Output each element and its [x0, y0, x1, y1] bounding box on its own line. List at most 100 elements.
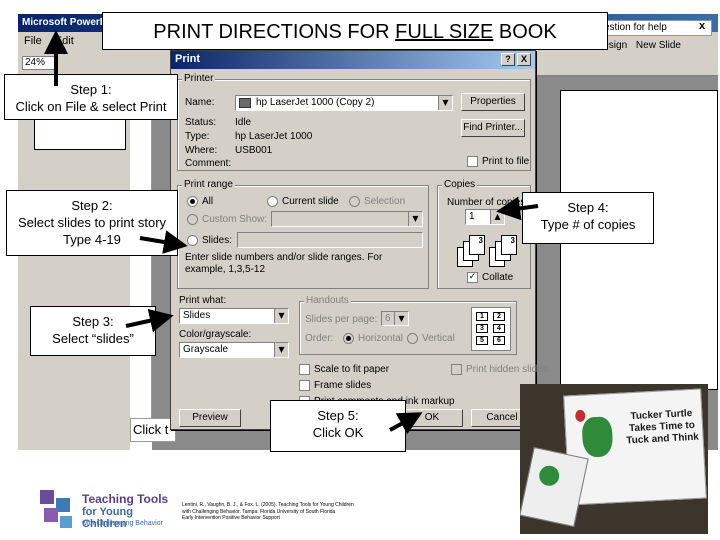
citation-line-3: Early Intervention Positive Behavior Sup…: [182, 515, 280, 521]
comment-label: Comment:: [185, 158, 232, 169]
handouts-label: Handouts: [304, 295, 351, 306]
copies-value: 1: [469, 211, 475, 222]
layout-cell: 6: [493, 336, 505, 345]
design-button[interactable]: Design: [596, 40, 628, 51]
title-underlined: FULL SIZE: [395, 21, 494, 43]
step-4-text: Type # of copies: [540, 217, 636, 232]
page-title: PRINT DIRECTIONS FOR FULL SIZE BOOK: [102, 12, 608, 50]
vertical-ruler: [130, 76, 152, 436]
print-hidden-checkbox[interactable]: [451, 364, 462, 375]
spinner-arrows-icon[interactable]: ▲: [490, 210, 504, 224]
print-what-label: Print what:: [179, 295, 227, 306]
step-5-text: Click OK: [312, 425, 364, 440]
horizontal-radio[interactable]: [343, 333, 354, 344]
step-2-text-2: Type 4-19: [63, 232, 121, 247]
ok-button[interactable]: OK: [401, 409, 463, 427]
print-range-label: Print range: [182, 179, 235, 190]
printer-name-value: hp LaserJet 1000 (Copy 2): [256, 97, 375, 108]
step-3-text: Select “slides”: [52, 331, 134, 346]
step-2-heading: Step 2:: [71, 198, 113, 213]
printer-group-label: Printer: [182, 73, 216, 84]
logo-mark: [40, 490, 72, 528]
menu-edit[interactable]: Edit: [54, 35, 74, 47]
custom-show-radio[interactable]: [187, 214, 198, 225]
step-4-callout: Step 4: Type # of copies: [522, 192, 654, 244]
slides-per-page-label: Slides per page:: [305, 314, 378, 325]
current-slide-label: Current slide: [282, 196, 339, 207]
close-icon[interactable]: x: [698, 20, 706, 32]
layout-cell: 5: [476, 336, 488, 345]
current-slide-radio[interactable]: [267, 196, 278, 207]
chevron-down-icon: ▼: [274, 309, 288, 323]
citation-line-1: Lentini, R., Vaughn, B. J., & Fox, L. (2…: [182, 502, 354, 508]
dialog-titlebar: Print: [171, 51, 535, 69]
horizontal-label: Horizontal: [358, 333, 404, 344]
printer-name-label: Name:: [185, 97, 215, 108]
status-value: Idle: [235, 117, 252, 128]
scale-to-fit-checkbox[interactable]: [299, 364, 310, 375]
selection-radio[interactable]: [349, 196, 360, 207]
frame-slides-label: Frame slides: [314, 380, 372, 391]
page-icon: 3: [501, 235, 517, 255]
step-1-callout: Step 1: Click on File & select Print: [4, 74, 178, 120]
logo-line-1: Teaching Tools: [82, 492, 169, 506]
balloon-icon: [574, 409, 586, 423]
step-3-callout: Step 3: Select “slides”: [30, 306, 156, 356]
step-4-heading: Step 4:: [567, 200, 609, 215]
slides-input[interactable]: [237, 232, 423, 248]
zoom-box[interactable]: 24%: [22, 56, 56, 70]
custom-show-select[interactable]: ▼: [271, 211, 423, 227]
teaching-tools-logo: Teaching Tools for Young Children with C…: [36, 484, 176, 534]
print-what-select[interactable]: Slides ▼: [179, 308, 289, 324]
chevron-down-icon: ▼: [394, 312, 408, 325]
collate-checkbox[interactable]: ✓: [467, 272, 478, 283]
layout-cell: 4: [493, 324, 505, 333]
new-slide-button[interactable]: New Slide: [635, 40, 681, 51]
small-book: [520, 446, 589, 528]
printer-icon: [239, 98, 251, 108]
step-2-callout: Step 2: Select slides to print story Typ…: [6, 190, 178, 256]
menu-file[interactable]: File: [24, 35, 42, 47]
dialog-title: Print: [175, 53, 201, 65]
vertical-label: Vertical: [422, 333, 455, 344]
find-printer-button[interactable]: Find Printer...: [461, 119, 525, 137]
frame-slides-checkbox[interactable]: [299, 380, 310, 391]
chevron-down-icon: ▼: [274, 343, 288, 357]
book-photo: Tucker Turtle Takes Time to Tuck and Thi…: [520, 384, 708, 534]
collate-label: Collate: [482, 272, 514, 283]
step-5-callout: Step 5: Click OK: [270, 400, 406, 452]
all-radio[interactable]: [187, 196, 198, 207]
copies-spinner[interactable]: 1 ▲: [465, 209, 505, 225]
chevron-down-icon: ▼: [408, 212, 422, 226]
preview-button[interactable]: Preview: [179, 409, 241, 427]
printer-group: [177, 79, 531, 171]
handouts-group: [299, 301, 517, 355]
citation: Lentini, R., Vaughn, B. J., & Fox, L. (2…: [182, 502, 432, 522]
all-label: All: [202, 196, 214, 207]
printer-select[interactable]: hp LaserJet 1000 (Copy 2) ▼: [235, 95, 453, 111]
citation-line-2: with Challenging Behavior. Tampa: Florid…: [182, 508, 336, 515]
turtle-illustration: [581, 416, 614, 458]
scale-to-fit-label: Scale to fit paper: [314, 364, 390, 375]
print-to-file-checkbox[interactable]: [467, 156, 478, 167]
dialog-close-button[interactable]: X: [517, 53, 531, 66]
properties-button[interactable]: Properties: [461, 93, 525, 111]
handout-layout-preview: 1 2 3 4 5 6: [471, 307, 511, 351]
turtle-illustration: [537, 463, 562, 488]
slides-per-page-select[interactable]: 6 ▼: [381, 311, 409, 326]
slide-range-hint: Enter slide numbers and/or slide ranges.…: [185, 252, 383, 275]
slides-radio[interactable]: [187, 235, 198, 246]
slides-per-page-value: 6: [385, 313, 391, 324]
logo-line-2: for Young Children: [82, 506, 133, 530]
title-suffix: BOOK: [493, 21, 557, 43]
color-grayscale-select[interactable]: Grayscale ▼: [179, 342, 289, 358]
step-5-heading: Step 5:: [317, 408, 359, 423]
help-button[interactable]: ?: [501, 53, 515, 66]
color-grayscale-value: Grayscale: [183, 344, 229, 355]
notes-pane[interactable]: Click t: [130, 418, 176, 442]
vertical-radio[interactable]: [407, 333, 418, 344]
step-1-text: Click on File & select Print: [15, 99, 167, 114]
layout-cell: 2: [493, 312, 505, 321]
layout-cell: 3: [476, 324, 488, 333]
design-toolbar: Design New Slide: [596, 40, 716, 56]
